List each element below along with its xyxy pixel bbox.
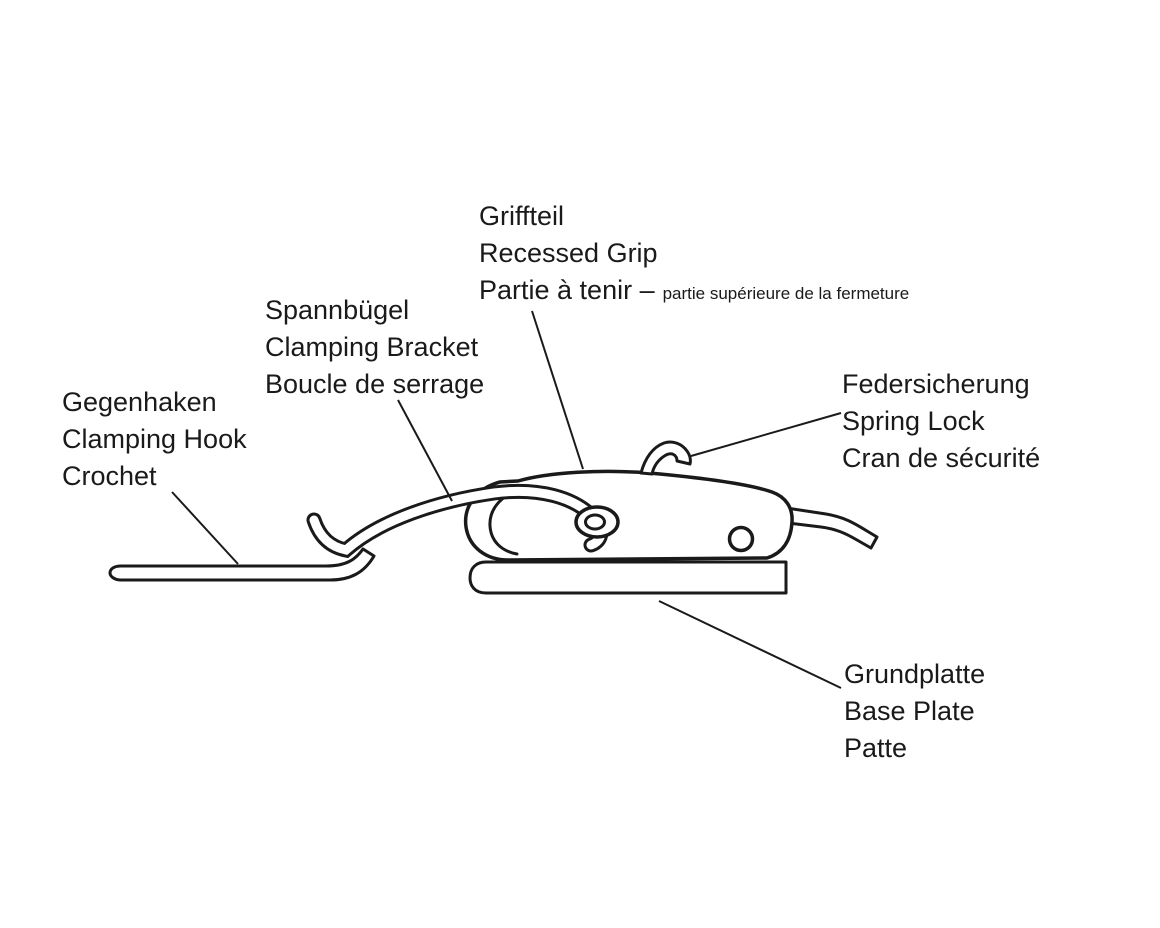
label-clamping-hook-en: Clamping Hook [62, 424, 247, 454]
label-grip: Griffteil Recessed Grip Partie à tenir –… [479, 198, 909, 312]
label-base-plate-de: Grundplatte [844, 659, 986, 689]
leader-line-base-plate [658, 600, 842, 689]
label-grip-fr-note: partie supérieure de la fermeture [662, 284, 910, 303]
label-clamping-hook-de: Gegenhaken [62, 387, 217, 417]
leader-line-spring-lock [690, 412, 842, 457]
label-grip-fr: Partie à tenir – [479, 275, 655, 305]
label-grip-en: Recessed Grip [479, 238, 658, 268]
label-spring-lock-de: Federsicherung [842, 369, 1030, 399]
leader-line-grip [531, 310, 584, 470]
base-plate-shape [468, 560, 788, 595]
rivet-eyelet-inner [584, 513, 606, 531]
base-plate-tab-shape [778, 505, 879, 550]
label-spring-lock-en: Spring Lock [842, 406, 985, 436]
leader-line-clamping-bracket [397, 399, 453, 502]
spring-lock-shape [639, 440, 692, 476]
clamping-hook-shape [108, 547, 376, 582]
label-clamping-hook: Gegenhaken Clamping Hook Crochet [62, 384, 247, 495]
label-clamping-bracket-de: Spannbügel [265, 295, 410, 325]
label-grip-de: Griffteil [479, 201, 565, 231]
label-clamping-bracket: Spannbügel Clamping Bracket Boucle de se… [265, 292, 484, 403]
label-base-plate-fr: Patte [844, 733, 908, 763]
label-base-plate-en: Base Plate [844, 696, 975, 726]
label-base-plate: Grundplatte Base Plate Patte [844, 656, 985, 767]
body-hole [727, 525, 755, 553]
label-clamping-bracket-en: Clamping Bracket [265, 332, 479, 362]
label-clamping-bracket-fr: Boucle de serrage [265, 369, 485, 399]
label-spring-lock: Federsicherung Spring Lock Cran de sécur… [842, 366, 1040, 477]
leader-line-clamping-hook [171, 491, 239, 565]
label-grip-fr-line: Partie à tenir – partie supérieure de la … [479, 272, 909, 312]
label-clamping-hook-fr: Crochet [62, 461, 157, 491]
label-spring-lock-fr: Cran de sécurité [842, 443, 1041, 473]
